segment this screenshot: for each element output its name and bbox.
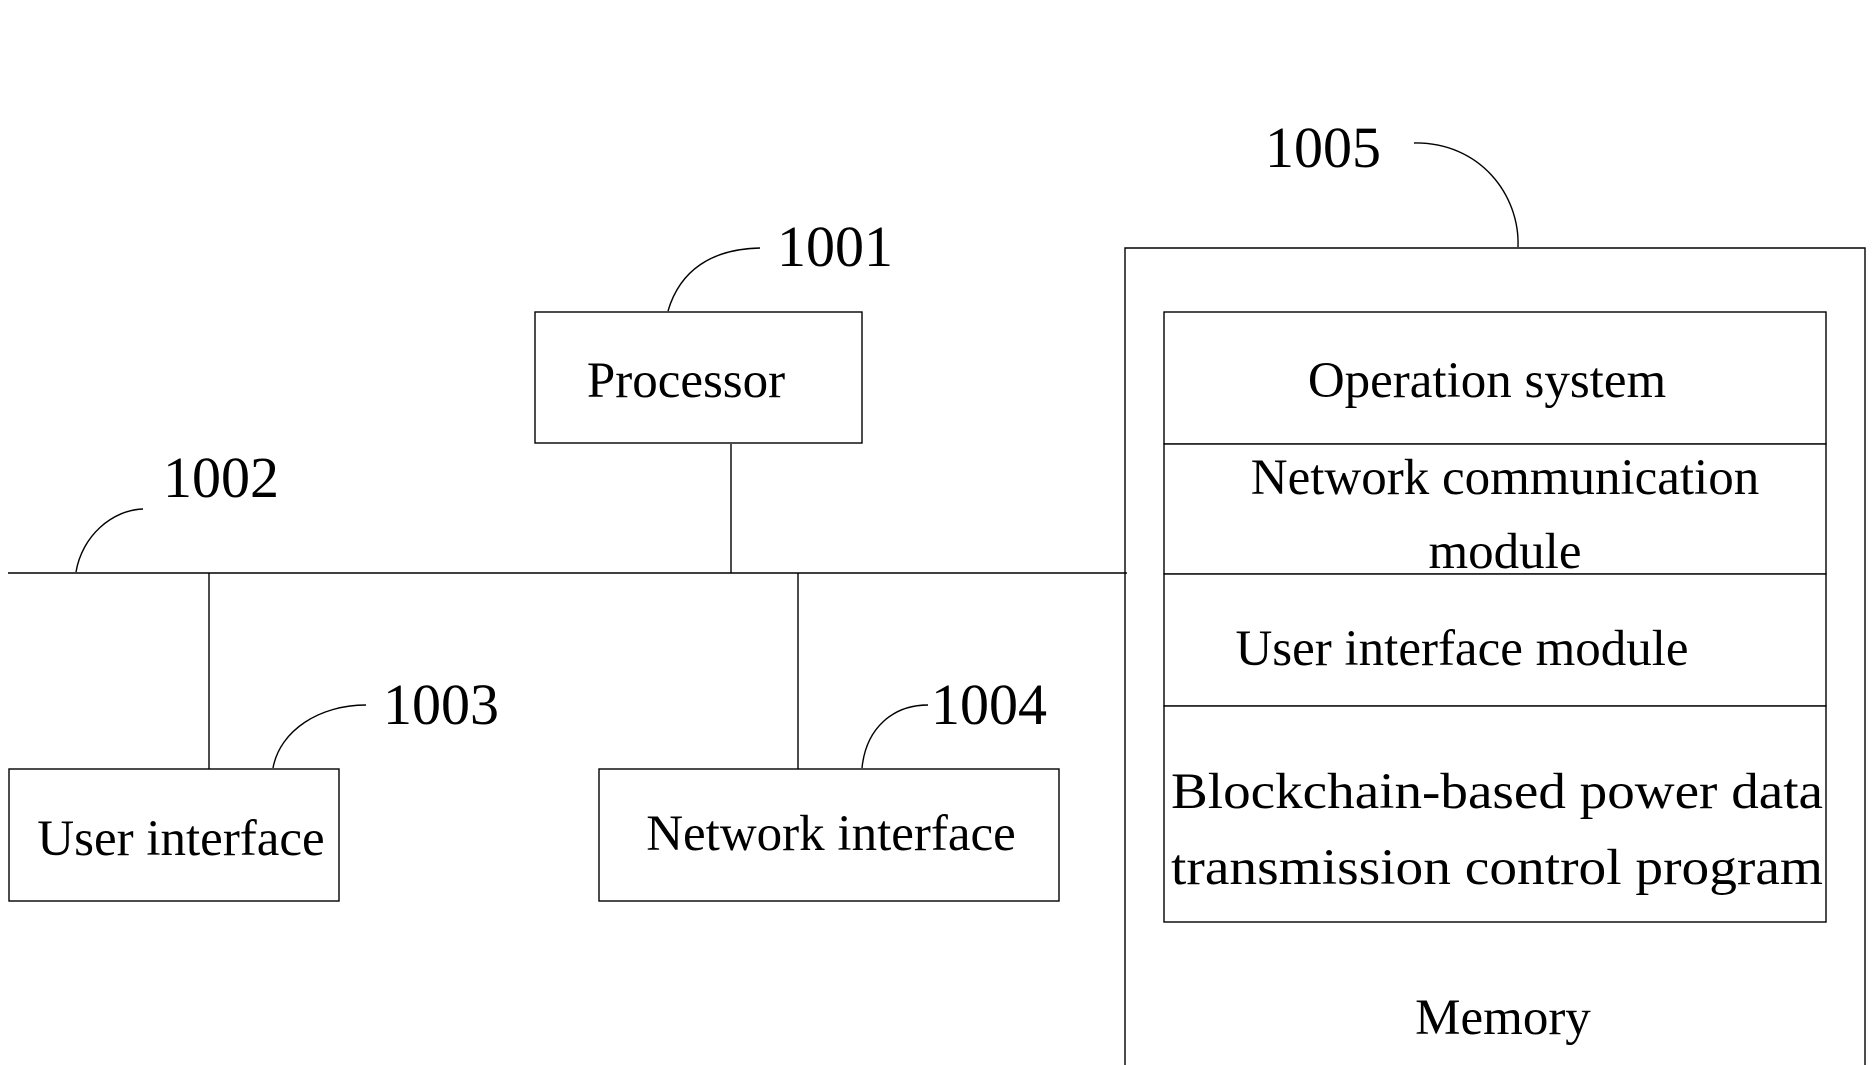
memory-ref-leader [1414, 143, 1518, 247]
network-communication-label-line1: Network communication [1251, 450, 1759, 506]
power-data-program-label-line2: transmission control program [1171, 840, 1823, 896]
bus-ref-number: 1002 [163, 445, 279, 510]
user-interface-ref-number: 1003 [383, 672, 499, 737]
network-interface-ref-number: 1004 [931, 672, 1047, 737]
network-communication-label-line2: module [1429, 524, 1582, 580]
processor-ref-number: 1001 [777, 214, 893, 279]
memory-label: Memory [1415, 990, 1591, 1046]
operation-system-label: Operation system [1308, 353, 1666, 409]
user-interface-module-label: User interface module [1235, 621, 1688, 677]
network-interface-ref-leader [862, 705, 928, 768]
power-data-program-label-line1: Blockchain-based power data [1171, 764, 1823, 820]
processor-label: Processor [587, 353, 785, 409]
user-interface-label: User interface [37, 811, 324, 867]
user-interface-ref-leader [273, 705, 366, 768]
processor-ref-leader [668, 248, 760, 311]
memory-ref-number: 1005 [1265, 115, 1381, 180]
network-interface-label: Network interface [646, 806, 1016, 862]
bus-ref-leader [76, 509, 143, 572]
